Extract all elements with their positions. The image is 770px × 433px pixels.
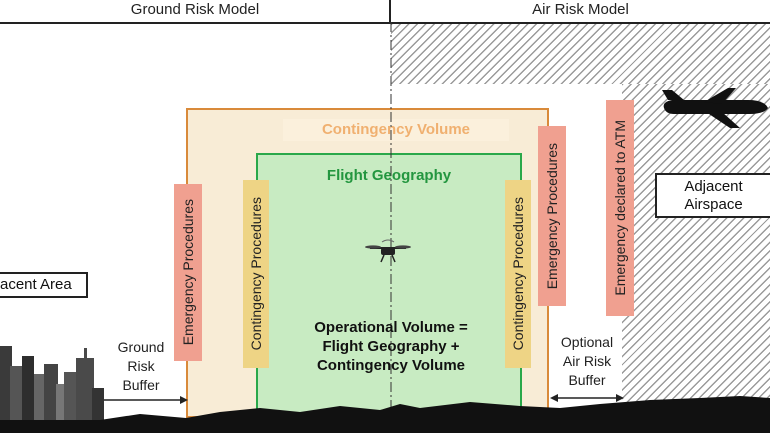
air-risk-hatched-right bbox=[622, 84, 770, 414]
emergency-procedures-left: Emergency Procedures bbox=[174, 184, 202, 361]
air-risk-hatched-top bbox=[391, 24, 770, 84]
adjacent-airspace-line1: Adjacent bbox=[684, 178, 743, 195]
contingency-procedures-right-text: Contingency Procedures bbox=[510, 197, 526, 351]
emergency-declared-atm-text: Emergency declared to ATM bbox=[612, 120, 628, 296]
contingency-procedures-right: Contingency Procedures bbox=[505, 180, 531, 368]
ground-risk-buffer-line2: Risk bbox=[127, 358, 155, 374]
air-risk-model-title: Air Risk Model bbox=[532, 1, 629, 18]
ground-terrain bbox=[0, 396, 770, 433]
operational-volume-line1: Operational Volume = bbox=[314, 319, 468, 336]
city-skyline-icon bbox=[0, 346, 104, 433]
airplane-icon bbox=[662, 88, 768, 128]
ground-risk-buffer-label: Ground Risk Buffer bbox=[104, 338, 178, 395]
flight-geography-label: Flight Geography bbox=[326, 167, 452, 184]
air-risk-buffer-arrow bbox=[550, 394, 624, 402]
adjacent-area-label: acent Area bbox=[0, 276, 72, 293]
emergency-procedures-left-text: Emergency Procedures bbox=[180, 199, 196, 346]
contingency-volume-label: Contingency Volume bbox=[321, 121, 471, 138]
emergency-procedures-right-text: Emergency Procedures bbox=[544, 142, 560, 290]
contingency-procedures-left: Contingency Procedures bbox=[243, 180, 269, 368]
operational-volume-line3: Contingency Volume bbox=[316, 357, 466, 374]
air-risk-buffer-label: Optional Air Risk Buffer bbox=[550, 333, 624, 390]
emergency-declared-atm: Emergency declared to ATM bbox=[606, 100, 634, 316]
center-line bbox=[390, 22, 392, 422]
air-risk-buffer-line3: Buffer bbox=[568, 372, 606, 388]
header-divider bbox=[389, 0, 391, 22]
adjacent-airspace-box: Adjacent Airspace bbox=[655, 173, 770, 218]
air-risk-buffer-line2: Air Risk bbox=[562, 353, 612, 369]
contingency-volume-label-bg bbox=[283, 119, 509, 141]
operational-volume-line2: Flight Geography + bbox=[322, 338, 460, 355]
header-bar bbox=[0, 0, 770, 24]
contingency-procedures-left-text: Contingency Procedures bbox=[248, 197, 264, 351]
emergency-procedures-right: Emergency Procedures bbox=[538, 126, 566, 306]
adjacent-area-box: acent Area bbox=[0, 272, 88, 298]
operational-volume-text: Operational Volume = Flight Geography + … bbox=[286, 318, 496, 375]
ground-risk-model-title: Ground Risk Model bbox=[130, 1, 260, 18]
air-risk-buffer-line1: Optional bbox=[560, 334, 614, 350]
ground-risk-buffer-line1: Ground bbox=[117, 339, 165, 355]
ground-risk-buffer-line3: Buffer bbox=[122, 377, 160, 393]
drone-icon bbox=[365, 239, 411, 263]
adjacent-airspace-line2: Airspace bbox=[684, 196, 743, 213]
